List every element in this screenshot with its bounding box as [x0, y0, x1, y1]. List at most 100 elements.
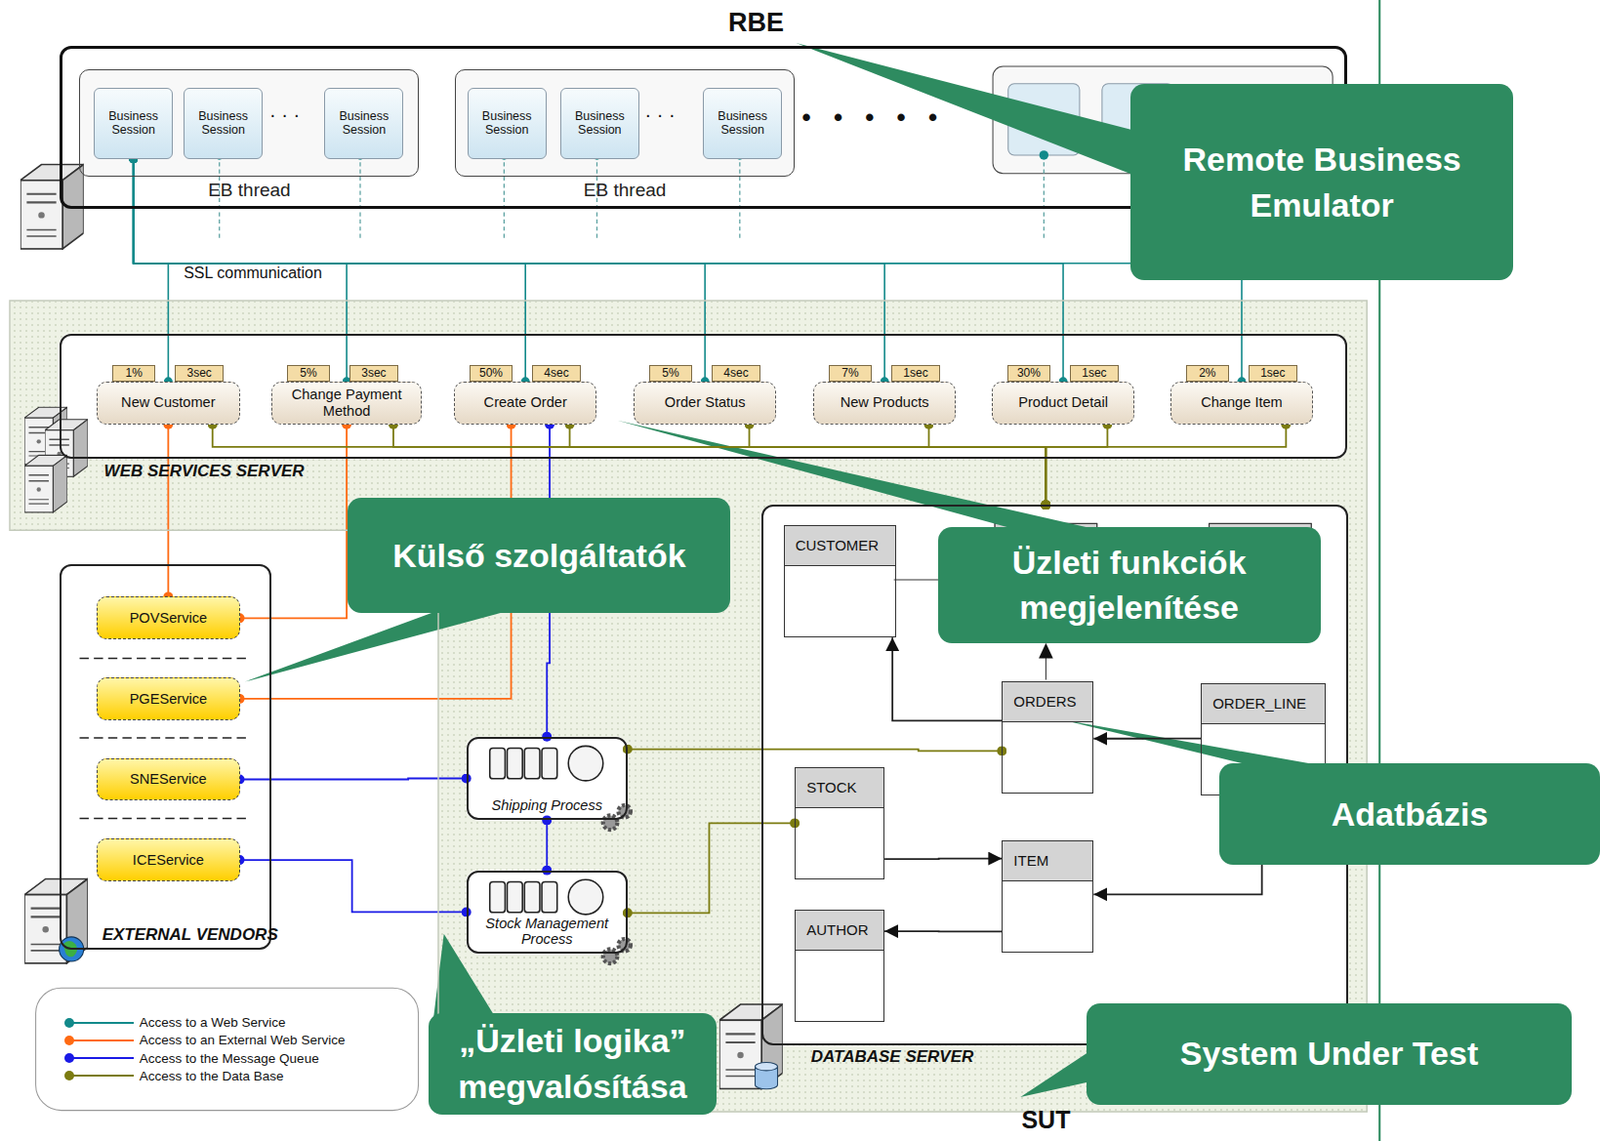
box-label: Create Order — [484, 394, 568, 411]
ellipsis-mark: • • • • • — [802, 102, 945, 133]
vendor-service: POVService — [96, 596, 240, 640]
vendor-service: SNEService — [96, 758, 240, 802]
region-fill — [10, 300, 1368, 1112]
table-box: ORDERS — [1001, 681, 1094, 794]
separator-line — [80, 737, 251, 739]
callout-pointer — [795, 42, 1135, 176]
legend-text: Access to a Web Service — [139, 1015, 287, 1030]
legend-item: Access to the Message Queue — [63, 1050, 320, 1067]
box-label: Stock Management Process — [468, 915, 626, 947]
box-fill — [1001, 840, 1094, 953]
box-label: Business Session — [325, 109, 403, 138]
callout-pointer — [1061, 719, 1327, 767]
box-label: Order Status — [664, 394, 746, 411]
gear — [617, 939, 631, 952]
box-label: PGEService — [129, 691, 207, 708]
box-fill — [1001, 681, 1094, 794]
callout-box: Üzleti funkciók megjelenítése — [938, 527, 1321, 643]
box-label: Külső szolgáltatók — [392, 533, 686, 579]
legend-dot — [64, 1070, 75, 1081]
percent-tag: 1% — [112, 365, 156, 382]
box-fill — [59, 564, 272, 950]
legend-box — [36, 987, 419, 1110]
time-tag: 1sec — [1248, 365, 1298, 382]
session-box: Business Session — [183, 87, 263, 160]
callout-box: Adatbázis — [1219, 763, 1600, 866]
gear — [603, 815, 618, 830]
dashed-line — [738, 155, 740, 241]
legend-sample — [63, 1052, 134, 1065]
session-box: Business Session — [324, 87, 404, 160]
service-box: 5%3secChange Payment Method — [271, 381, 422, 425]
service-box: 5%4secOrder Status — [633, 381, 777, 425]
database-icon — [755, 1062, 779, 1070]
connector — [627, 822, 795, 913]
separator-line — [80, 818, 251, 821]
time-tag: 3sec — [174, 365, 224, 382]
heading-text: EB thread — [80, 179, 418, 202]
callout-pointer — [433, 934, 495, 1018]
table-header: ORDER_LINE — [1201, 684, 1325, 725]
percent-tag: 2% — [1186, 365, 1230, 382]
callout-box: Remote Business Emulator — [1130, 83, 1514, 282]
connector — [133, 159, 527, 382]
box-label: Change Item — [1200, 394, 1283, 411]
queue-icon — [490, 745, 604, 915]
time-tag: 1sec — [1069, 365, 1119, 382]
legend-line — [68, 1057, 134, 1060]
box-label: Product Detail — [1018, 394, 1108, 411]
queue-slot — [507, 747, 524, 779]
box-label: Üzleti funkciók megjelenítése — [947, 539, 1312, 632]
callout-pointer — [245, 610, 511, 682]
box-fill — [454, 69, 795, 177]
percent-tag: 30% — [1007, 365, 1051, 382]
legend-item: Access to the Data Base — [63, 1067, 285, 1085]
session-box: Business Session — [93, 87, 173, 160]
connector — [884, 858, 1002, 861]
queue-slot — [507, 881, 524, 912]
legend-text: Access to the Data Base — [139, 1068, 285, 1084]
legend-dot — [64, 1053, 75, 1064]
box-label: System Under Test — [1180, 1030, 1478, 1077]
box-label: SNEService — [129, 771, 207, 788]
process-box: Shipping Process — [466, 737, 628, 821]
queue-slot — [524, 747, 540, 779]
percent-tag: 50% — [469, 365, 513, 382]
box-label: POVService — [129, 610, 207, 627]
box-label: Business Session — [561, 109, 639, 138]
table-header: CUSTOMER — [784, 526, 896, 567]
box-label: ICEService — [132, 852, 205, 869]
legend-item: Access to an External Web Service — [63, 1031, 346, 1049]
percent-tag: 5% — [287, 365, 330, 382]
queue-slot — [541, 881, 558, 912]
box-fill — [783, 525, 897, 638]
legend-dot — [64, 1035, 75, 1046]
connector — [884, 930, 1002, 933]
thread-group: EB threadBusiness SessionBusiness Sessio… — [454, 69, 795, 177]
connector — [240, 860, 467, 912]
box-label: Remote Business Emulator — [1140, 136, 1504, 229]
heading-text: WEB SERVICES SERVER — [104, 461, 305, 482]
process-box: Stock Management Process — [466, 870, 628, 955]
ellipsis-mark: · · · — [269, 103, 300, 126]
queue-server — [568, 745, 604, 781]
heading-text: SUT — [996, 1107, 1095, 1133]
connector — [212, 424, 1047, 506]
box-label: Business Session — [703, 109, 781, 138]
box-label: Business Session — [468, 109, 546, 138]
table-header: ORDERS — [1002, 682, 1093, 723]
thread-group: EB threadBusiness SessionBusiness Sessio… — [79, 69, 419, 177]
table-header: STOCK — [795, 768, 884, 809]
service-box: 1%3secNew Customer — [96, 381, 240, 425]
vendor-box: EXTERNAL VENDORSPOVServicePGEServiceSNES… — [59, 564, 272, 950]
legend-line — [68, 1039, 134, 1042]
heading-text: RBE — [654, 7, 860, 39]
session-box: Business Session — [560, 87, 640, 160]
box-label: Change Payment Method — [272, 386, 421, 420]
box-label: New Customer — [121, 394, 216, 411]
table-box: STOCK — [794, 767, 885, 880]
legend-sample — [63, 1017, 134, 1029]
connector — [627, 749, 1003, 752]
service-box: 7%1secNew Products — [813, 381, 956, 425]
